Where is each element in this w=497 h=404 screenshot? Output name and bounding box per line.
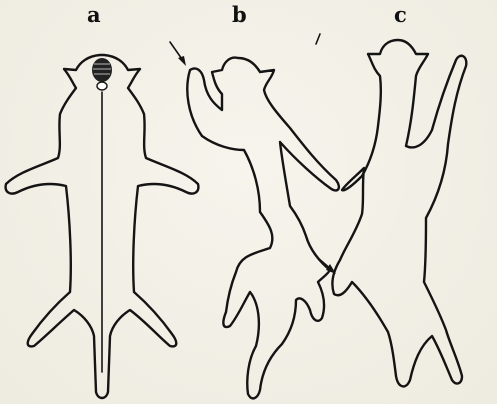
specimen-a-neck-mark (97, 82, 107, 90)
stray-mark (316, 34, 320, 44)
specimen-c-body (332, 40, 466, 386)
specimen-a-head-marking (92, 58, 112, 82)
specimen-b-arrow-upper-head (178, 56, 186, 66)
specimen-c-outline (332, 40, 466, 386)
specimen-b-outline (170, 42, 339, 398)
specimen-b-body (187, 58, 339, 399)
specimen-a-outline (6, 55, 199, 398)
